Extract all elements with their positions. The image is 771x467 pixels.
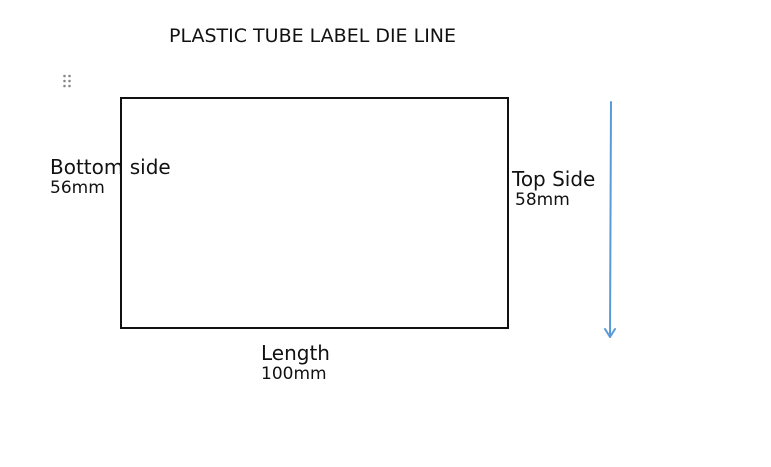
length-label: Length 100mm [261,342,330,384]
bottom-side-label: Bottom side 56mm [50,156,171,198]
length-value: 100mm [261,364,327,384]
top-side-label: Top Side 58mm [512,168,595,210]
down-arrow-icon [604,101,616,338]
drag-handle-icon[interactable] [62,73,72,89]
bottom-side-value: 56mm [50,178,105,198]
bottom-side-title: Bottom side [50,155,171,179]
top-side-title: Top Side [512,167,596,191]
diagram-title: PLASTIC TUBE LABEL DIE LINE [169,25,457,47]
length-title: Length [261,341,330,365]
top-side-value: 58mm [515,190,570,210]
die-line-rectangle [120,97,509,329]
